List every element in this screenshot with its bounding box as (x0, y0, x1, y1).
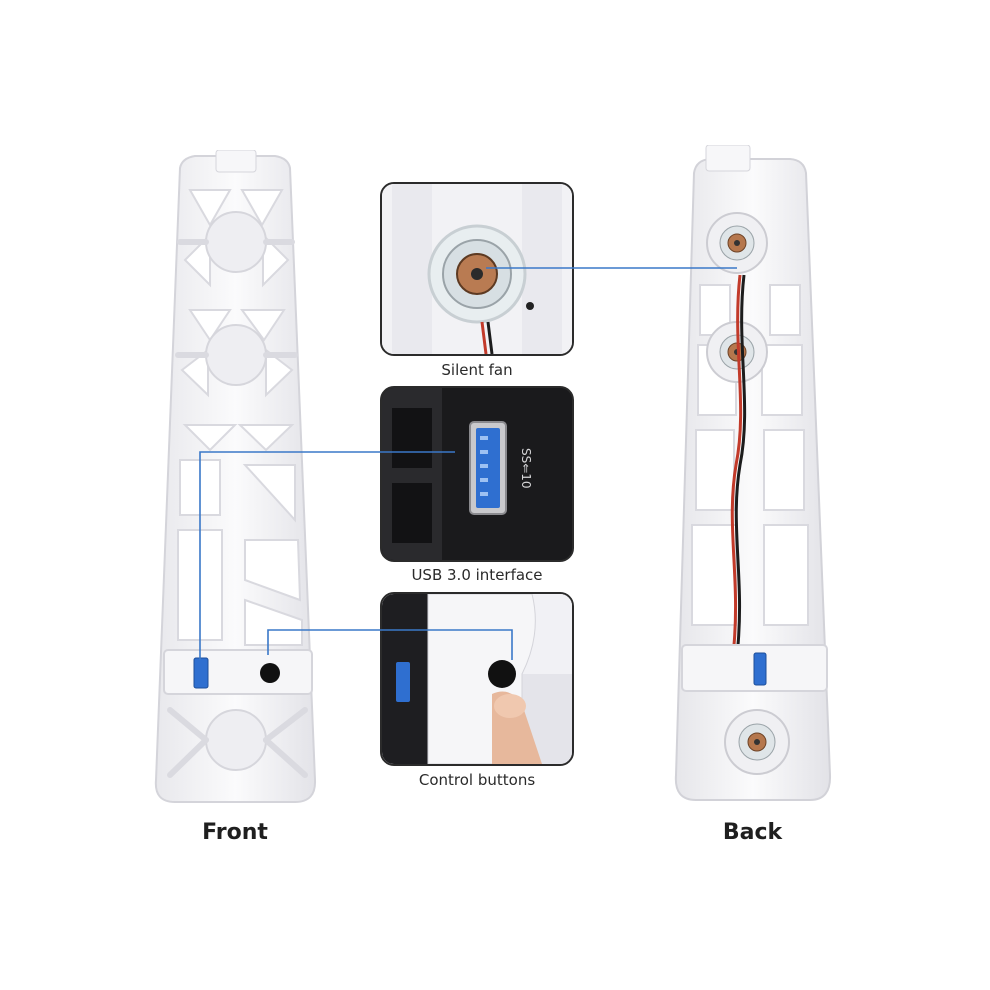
control-buttons-caption: Control buttons (418, 771, 536, 789)
usb-interface-caption: USB 3.0 interface (411, 566, 543, 584)
back-fan-top (706, 212, 768, 274)
front-usb-port (193, 657, 209, 689)
front-power-button (260, 663, 280, 683)
silent-fan-caption: Silent fan (441, 361, 513, 379)
front-label: Front (202, 820, 268, 845)
silent-fan-inset (380, 182, 574, 356)
back-label: Back (722, 820, 783, 845)
svg-text:SS⇐10: SS⇐10 (519, 448, 533, 489)
front-stand-frame (154, 150, 317, 803)
control-buttons-inset (380, 592, 574, 766)
back-stand-frame (674, 145, 832, 801)
back-fan-bottom (724, 709, 790, 775)
usb-interface-inset: SS⇐10 (380, 386, 574, 562)
